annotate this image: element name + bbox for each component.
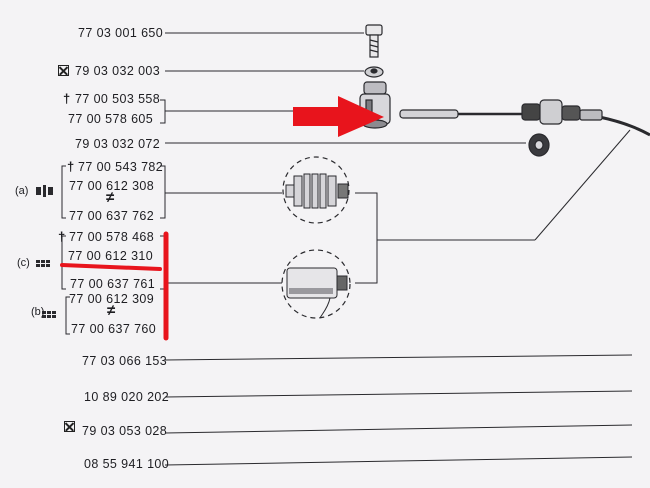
red-arrow-icon: [293, 96, 384, 137]
part-number-variant-b-1: 77 00 612 309: [69, 292, 155, 306]
part-number-variant-a-1: 77 00 543 782: [78, 160, 164, 174]
variant-label-a: (a): [15, 185, 29, 197]
washer-part: [364, 66, 384, 78]
cross-box-icon: [58, 65, 69, 76]
dagger-symbol: †: [58, 229, 66, 244]
part-number-lower-3: 79 03 053 028: [82, 424, 168, 438]
dagger-symbol: †: [63, 91, 71, 106]
part-number-lower-1: 77 03 066 153: [82, 354, 168, 368]
not-equal-symbol: ≠: [106, 189, 115, 206]
dagger-symbol: †: [67, 159, 75, 174]
highlight-marks: [60, 231, 169, 341]
variant-glyphs: [36, 185, 56, 318]
part-number-housing-b: 77 00 578 605: [68, 112, 154, 126]
variant-label-b: (b): [31, 306, 45, 318]
part-number-grommet: 79 03 032 072: [75, 137, 161, 151]
grommet-part: [528, 133, 550, 157]
part-number-variant-c-3: 77 00 637 761: [70, 277, 156, 291]
part-number-lower-2: 10 89 020 202: [84, 390, 170, 404]
bellows-detail-icon: [282, 156, 350, 224]
variant-label-c: (c): [17, 257, 30, 269]
leader-lines: [61, 32, 633, 466]
part-number-variant-a-2: 77 00 612 308: [69, 179, 155, 193]
part-number-variant-a-3: 77 00 637 762: [69, 209, 155, 223]
part-number-housing-a: 77 00 503 558: [75, 92, 161, 106]
sleeve-detail-icon: [281, 249, 351, 319]
screw-part: [365, 24, 383, 58]
part-number-variant-b-2: 77 00 637 760: [71, 322, 157, 336]
part-number-variant-c-2: 77 00 612 310: [68, 249, 154, 263]
cross-box-icon: [64, 421, 75, 432]
part-number-lower-4: 08 55 941 100: [84, 457, 170, 471]
part-number-variant-c-1: 77 00 578 468: [69, 230, 155, 244]
cable-part: [399, 99, 650, 137]
not-equal-symbol: ≠: [107, 302, 116, 319]
part-number-washer: 79 03 032 003: [75, 64, 161, 78]
part-number-screw: 77 03 001 650: [78, 26, 164, 40]
